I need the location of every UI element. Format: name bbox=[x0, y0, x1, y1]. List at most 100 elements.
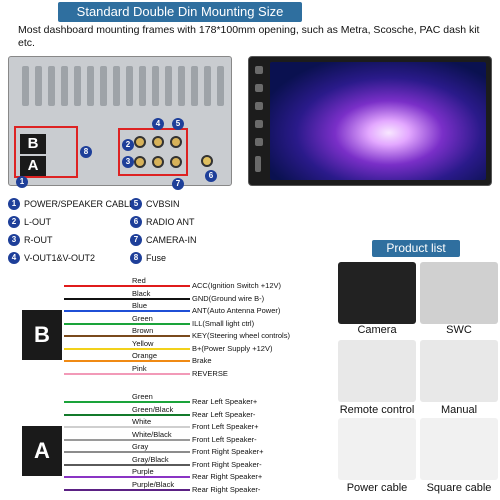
wire-function-label: GND(Ground wire B-) bbox=[192, 293, 265, 303]
wire-function-label: Rear Right Speaker+ bbox=[192, 472, 263, 481]
legend-text: L-OUT bbox=[24, 217, 51, 227]
product-label: SWC bbox=[446, 324, 472, 336]
heatsink-fin bbox=[217, 66, 224, 106]
callout-1: 1 bbox=[16, 176, 28, 188]
callout-6: 6 bbox=[205, 170, 217, 182]
legend-text: CVBSIN bbox=[146, 199, 180, 209]
remote-control-image bbox=[338, 340, 416, 402]
legend-number: 2 bbox=[8, 216, 20, 228]
wire-color-label: White bbox=[132, 417, 152, 426]
product-label: Square cable bbox=[426, 482, 492, 494]
wire-color-label: Blue bbox=[132, 301, 148, 310]
heatsink-fins bbox=[8, 56, 232, 112]
heatsink-fin bbox=[48, 66, 55, 106]
callout-8: 8 bbox=[80, 146, 92, 158]
wire bbox=[64, 401, 190, 403]
power-icon bbox=[255, 66, 263, 74]
product-label: Camera bbox=[357, 324, 397, 336]
wire-function-label: Front Left Speaker- bbox=[192, 434, 257, 444]
legend-text: RADIO ANT bbox=[146, 217, 195, 227]
legend-text: R-OUT bbox=[24, 235, 53, 245]
heatsink-fin bbox=[100, 66, 107, 106]
heatsink-fin bbox=[61, 66, 68, 106]
legend-text: Fuse bbox=[146, 253, 167, 263]
volume-up-icon bbox=[255, 120, 263, 128]
rca-jack bbox=[170, 136, 182, 148]
heatsink-fin bbox=[191, 66, 198, 106]
radio-ant-jack bbox=[201, 155, 213, 167]
wire bbox=[64, 463, 190, 466]
wire-color-label: Gray/Black bbox=[132, 454, 169, 464]
callout-7: 7 bbox=[172, 178, 184, 190]
wire bbox=[64, 476, 190, 478]
legend-text: V-OUT1&V-OUT2 bbox=[24, 253, 96, 263]
wire bbox=[64, 372, 190, 375]
wire-function-label: ILL(Small light ctrl) bbox=[192, 318, 255, 328]
home-icon bbox=[255, 84, 263, 92]
heatsink-fin bbox=[87, 66, 94, 106]
wire bbox=[64, 322, 190, 325]
wire bbox=[64, 285, 190, 287]
product-list-title-text: Product list bbox=[386, 241, 446, 255]
wire-color-label: Brown bbox=[132, 326, 154, 335]
wire-color-label: Black bbox=[132, 288, 151, 298]
power-cable-image bbox=[338, 418, 416, 480]
camera-image bbox=[338, 262, 416, 324]
heatsink-fin bbox=[126, 66, 133, 106]
harness-plug-a: A bbox=[22, 426, 62, 476]
wire-function-label: Rear Left Speaker+ bbox=[192, 397, 258, 406]
legend-number: 1 bbox=[8, 198, 20, 210]
wire bbox=[64, 335, 190, 337]
callout-5: 5 bbox=[172, 118, 184, 130]
wire bbox=[64, 413, 190, 416]
manual-image bbox=[420, 340, 498, 402]
harness-plug-b: B bbox=[22, 310, 62, 360]
header-subtitle: Most dashboard mounting frames with 178*… bbox=[18, 24, 480, 49]
wire bbox=[64, 488, 190, 491]
legend-number: 7 bbox=[130, 234, 142, 246]
wire-function-label: ACC(Ignition Switch +12V) bbox=[192, 281, 281, 290]
back-icon bbox=[255, 102, 263, 110]
wire-function-label: Rear Left Speaker- bbox=[192, 409, 256, 419]
wire-color-label: Red bbox=[132, 276, 146, 285]
header-banner: Standard Double Din Mounting Size bbox=[58, 2, 302, 22]
rca-jack bbox=[152, 156, 164, 168]
heatsink-fin bbox=[74, 66, 81, 106]
product-label: Remote control bbox=[339, 404, 415, 416]
legend-text: CAMERA-IN bbox=[146, 235, 197, 245]
wire bbox=[64, 451, 190, 453]
heatsink-fin bbox=[139, 66, 146, 106]
wire-color-label: Orange bbox=[132, 351, 158, 360]
wire-color-label: Green bbox=[132, 313, 153, 323]
touch-screen bbox=[270, 62, 486, 180]
wire-color-label: White/Black bbox=[132, 429, 172, 439]
callout-2: 2 bbox=[122, 139, 134, 151]
product-label: Power cable bbox=[346, 482, 408, 494]
wire-function-label: B+(Power Supply +12V) bbox=[192, 343, 273, 353]
heatsink-fin bbox=[204, 66, 211, 106]
heatsink-fin bbox=[22, 66, 29, 106]
wire bbox=[64, 310, 190, 312]
rca-jack bbox=[152, 136, 164, 148]
wire-function-label: Rear Right Speaker- bbox=[192, 484, 261, 494]
legend-number: 5 bbox=[130, 198, 142, 210]
wire-function-label: Front Right Speaker- bbox=[192, 459, 262, 469]
swc-image bbox=[420, 262, 498, 324]
wire-color-label: Yellow bbox=[132, 338, 154, 348]
wire-color-label: Purple/Black bbox=[132, 479, 175, 489]
heatsink-fin bbox=[165, 66, 172, 106]
wire-function-label: Front Left Speaker+ bbox=[192, 422, 259, 431]
heatsink-fin bbox=[35, 66, 42, 106]
wire-color-label: Purple bbox=[132, 467, 154, 476]
wire-function-label: KEY(Steering wheel controls) bbox=[192, 331, 290, 340]
wire-function-label: Front Right Speaker+ bbox=[192, 447, 264, 456]
wiring-connector-frame bbox=[14, 126, 78, 178]
wire-function-label: Brake bbox=[192, 356, 212, 365]
callout-3: 3 bbox=[122, 156, 134, 168]
product-list-title: Product list bbox=[372, 240, 460, 257]
rca-jack bbox=[134, 136, 146, 148]
wire-color-label: Green bbox=[132, 392, 153, 401]
heatsink-fin bbox=[113, 66, 120, 106]
wire bbox=[64, 347, 190, 350]
wire-color-label: Pink bbox=[132, 363, 147, 373]
